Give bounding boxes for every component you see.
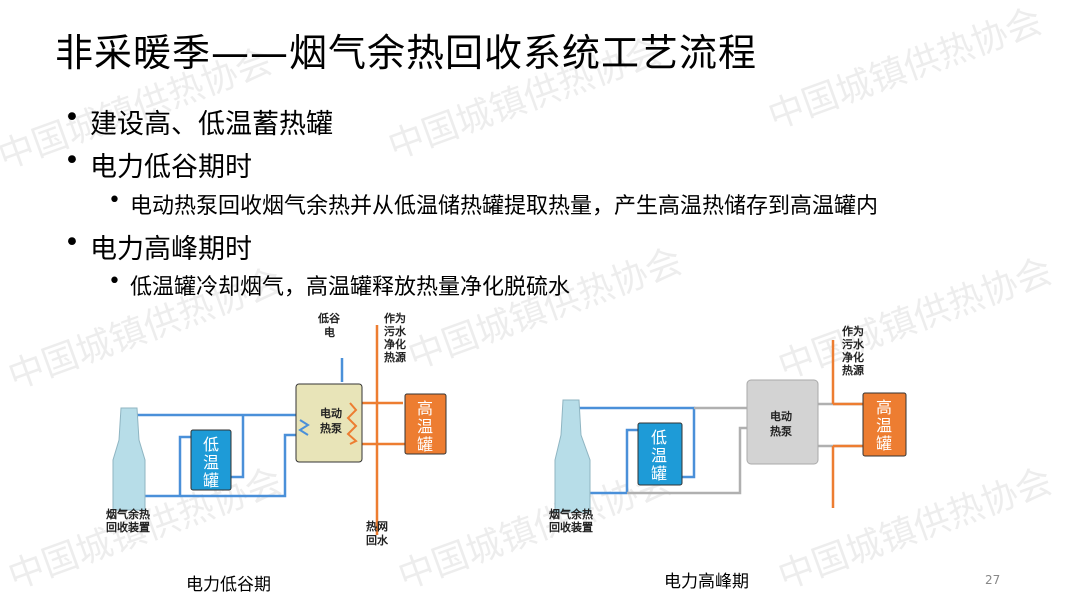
caption-peak: 电力高峰期 <box>664 572 749 592</box>
return-water-label: 热网 <box>366 519 388 533</box>
heat-source-label: 净化 <box>842 350 864 364</box>
caption-valley: 电力低谷期 <box>186 575 271 595</box>
diagram-peak: 电动 热泵 低 温 罐 高 温 罐 作为 污水 净化 热源 烟气余热 回收装置 <box>549 324 907 534</box>
high-tank-label: 温 <box>876 416 892 435</box>
high-temp-tank <box>862 392 907 457</box>
low-tank-label: 罐 <box>651 464 667 483</box>
heat-source-label: 热源 <box>384 350 406 364</box>
flue-recovery-tower <box>554 399 591 513</box>
heat-pump-label: 热泵 <box>320 421 342 435</box>
recovery-device-label: 回收装置 <box>549 520 593 534</box>
sub-bullet: 低温罐冷却烟气，高温罐释放热量净化脱硫水 <box>108 269 570 301</box>
heat-source-label: 污水 <box>842 337 865 351</box>
return-water-label: 回水 <box>366 533 389 547</box>
recovery-device-label: 回收装置 <box>106 520 150 534</box>
bullet: 电力高峰期时 <box>64 227 252 266</box>
heat-source-label: 作为 <box>842 324 864 338</box>
low-temp-tank <box>637 422 683 486</box>
page-title: 非采暖季——烟气余热回收系统工艺流程 <box>55 31 758 75</box>
low-tank-label: 低 <box>203 435 219 454</box>
high-temp-tank <box>404 393 447 455</box>
bullet: 电力低谷期时 <box>64 145 252 184</box>
high-tank-label: 高 <box>417 399 433 418</box>
high-tank-label: 高 <box>876 398 892 417</box>
sub-bullet: 电动热泵回收烟气余热并从低温储热罐提取热量，产生高温热储存到高温罐内 <box>108 188 878 220</box>
flue-recovery-tower <box>112 407 146 511</box>
high-tank-label: 罐 <box>417 435 433 454</box>
heat-source-label: 作为 <box>384 311 406 325</box>
high-tank-label: 罐 <box>876 434 892 453</box>
diagram-valley: 电动 热泵 低 温 罐 高 温 罐 低谷 电 作为 污水 净化 热源 烟气余热 … <box>106 311 447 547</box>
heat-source-label: 污水 <box>384 324 407 338</box>
low-temp-tank <box>190 429 232 491</box>
heat-source-label: 净化 <box>384 337 406 351</box>
low-tank-label: 温 <box>651 446 667 465</box>
heat-pump-box <box>295 383 363 463</box>
recovery-device-label: 烟气余热 <box>106 507 150 521</box>
low-tank-label: 低 <box>651 428 667 447</box>
page-number: 27 <box>985 573 1001 587</box>
valley-power-label: 低谷 <box>317 311 341 325</box>
bullet: 建设高、低温蓄热罐 <box>64 102 333 141</box>
heat-pump-label: 热泵 <box>770 424 792 438</box>
blue-pipes <box>132 358 344 498</box>
valley-power-label: 电 <box>324 325 335 339</box>
heat-pump-label: 电动 <box>770 409 792 423</box>
low-tank-label: 罐 <box>203 471 219 490</box>
low-tank-label: 温 <box>203 453 219 472</box>
coil-icon <box>298 419 310 436</box>
heat-pump-label: 电动 <box>320 406 342 420</box>
heat-source-label: 热源 <box>842 363 864 377</box>
high-tank-label: 温 <box>417 417 433 436</box>
heat-pump-box <box>746 379 819 465</box>
recovery-device-label: 烟气余热 <box>549 507 593 521</box>
pipes <box>572 340 863 508</box>
coil-icon <box>346 402 358 445</box>
